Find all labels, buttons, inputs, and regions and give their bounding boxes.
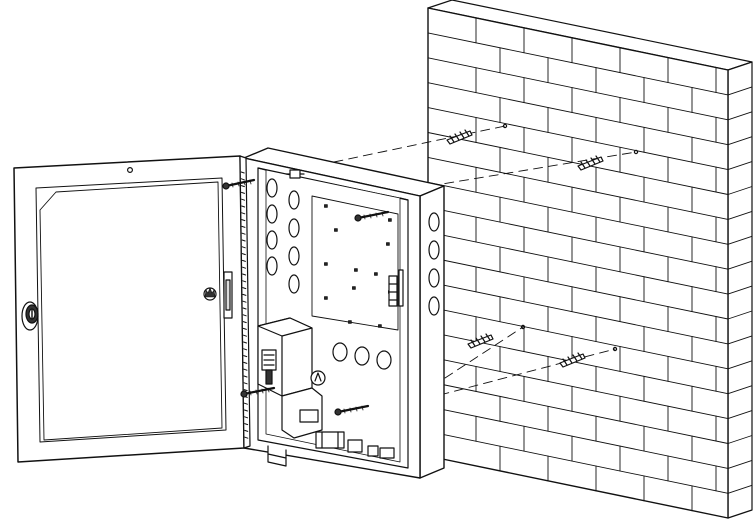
hinged-door xyxy=(13,155,251,463)
enclosure-cabinet xyxy=(243,147,445,479)
terminal-block xyxy=(388,269,404,307)
mounting-screw-door-bottom xyxy=(240,386,276,398)
mounting-screw-plate-top xyxy=(354,210,390,222)
cable-clamp xyxy=(310,370,395,459)
mounting-screw-plate-bottom xyxy=(334,404,370,416)
wall-plug-bottom-right xyxy=(559,346,618,368)
brick-wall xyxy=(427,0,753,519)
wall-plug-top-right xyxy=(577,149,639,171)
crown-emblem-icon xyxy=(203,287,217,301)
cable-gland-bottom xyxy=(267,445,287,467)
wall-plug-bottom-left xyxy=(467,324,526,349)
door-handle xyxy=(223,271,233,319)
cam-lock-icon xyxy=(21,301,39,331)
wall-plug-top-left xyxy=(446,123,508,145)
power-supply-module xyxy=(257,317,323,439)
mounting-screw-door-top xyxy=(222,178,256,190)
cable-gland-top xyxy=(285,169,305,179)
